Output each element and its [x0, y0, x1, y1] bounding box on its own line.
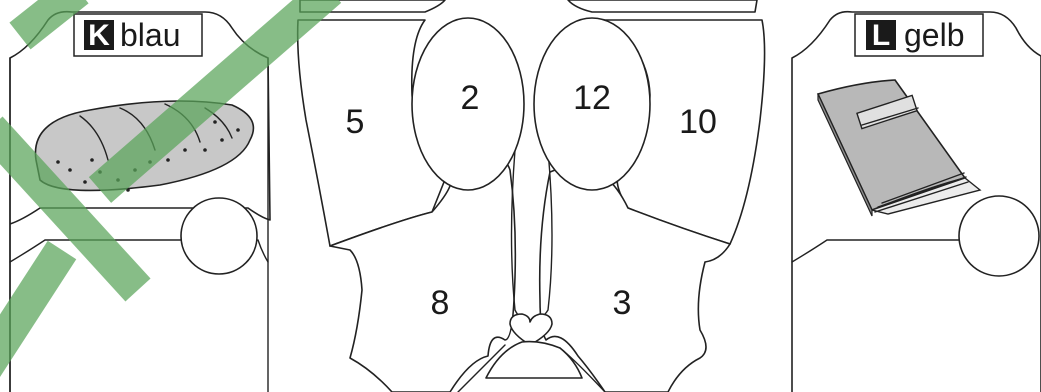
right-panel: L gelb: [792, 12, 1041, 392]
label-right-oval: 12: [573, 79, 611, 117]
right-color-word: gelb: [904, 17, 965, 53]
label-upper-left: 5: [346, 103, 365, 141]
left-label: K blau: [74, 14, 202, 56]
top-right-piece: [568, 0, 757, 12]
bottom-triangle: [486, 342, 582, 378]
left-panel-circle: [181, 198, 257, 274]
left-color-word: blau: [120, 17, 181, 53]
label-upper-right: 10: [679, 103, 717, 141]
label-lower-right: 3: [613, 284, 632, 322]
left-key-letter: K: [88, 19, 110, 52]
center-figure: 5 2 12 10 8 3: [298, 0, 765, 392]
label-lower-left: 8: [431, 284, 450, 322]
right-panel-circle: [959, 196, 1039, 276]
right-label: L gelb: [855, 14, 983, 56]
label-left-oval: 2: [461, 79, 480, 117]
right-key-letter: L: [872, 19, 890, 52]
left-panel-divider-end: [258, 240, 268, 262]
